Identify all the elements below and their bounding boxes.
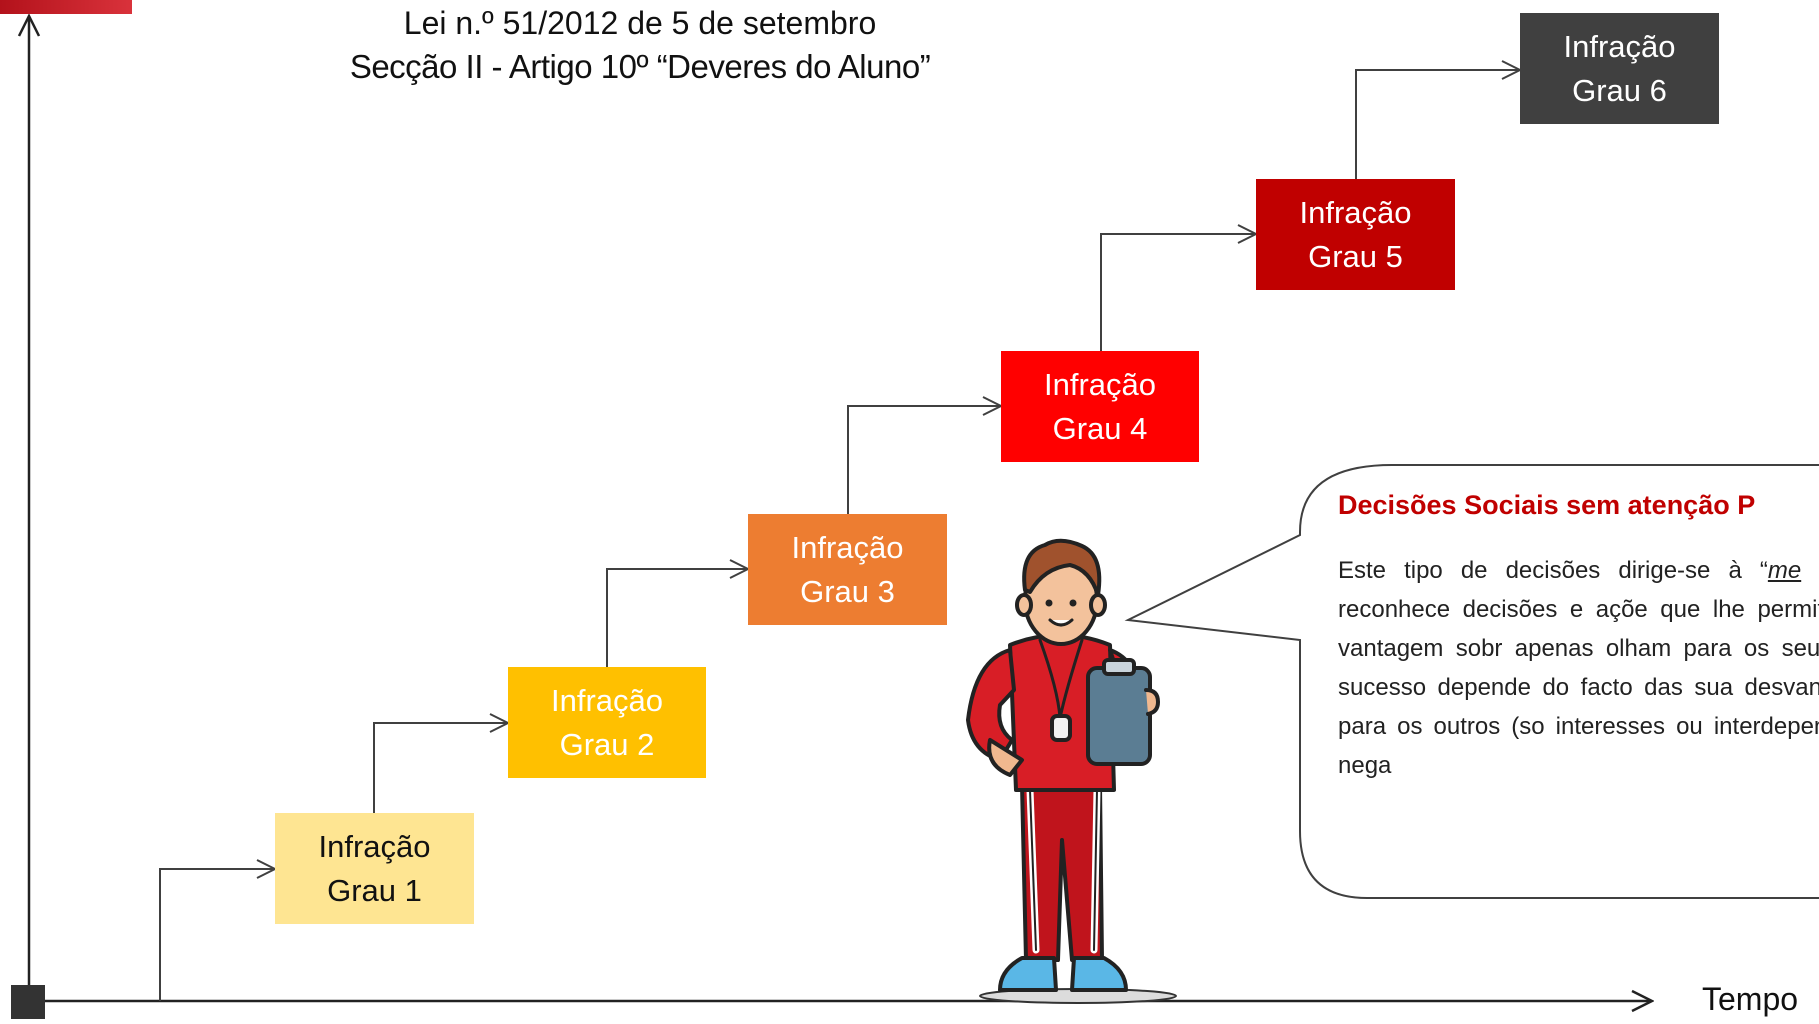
step-box-grau-5: Infração Grau 5 — [1256, 179, 1455, 290]
speech-bubble — [1124, 464, 1819, 899]
step-box-grau-6: Infração Grau 6 — [1520, 13, 1719, 124]
page-title: Lei n.º 51/2012 de 5 de setembro Secção … — [260, 2, 1020, 88]
callout-body-start: Este tipo de decisões dirige-se à “ — [1338, 557, 1768, 584]
connector-4-5 — [1100, 234, 1256, 351]
step-box-grade: Grau 4 — [1052, 410, 1148, 446]
step-box-grade: Grau 6 — [1572, 72, 1667, 108]
step-box-grau-4: Infração Grau 4 — [1001, 351, 1199, 462]
callout-body-rest: apenas reconhece decisões e açõe que lhe… — [1338, 596, 1819, 779]
title-line-1: Lei n.º 51/2012 de 5 de setembro — [403, 5, 877, 41]
step-box-label: Infração — [318, 828, 431, 864]
connector-3-4 — [847, 406, 1001, 514]
step-box-label: Infração — [1043, 366, 1156, 402]
step-box-grade: Grau 2 — [559, 726, 655, 762]
step-box-label: Infração — [791, 529, 904, 565]
step-box-label: Infração — [1563, 28, 1676, 64]
step-box-grade: Grau 5 — [1308, 238, 1403, 274]
step-box-grau-1: Infração Grau 1 — [275, 813, 474, 924]
connector-2-3 — [606, 569, 748, 667]
step-box-label: Infração — [1299, 194, 1412, 230]
callout-body: Este tipo de decisões dirige-se à “me ap… — [1338, 551, 1819, 785]
axis-origin-square — [11, 985, 45, 1019]
coach-with-clipboard-icon — [966, 538, 1160, 992]
connector-start — [159, 869, 275, 1001]
corner-accent — [0, 0, 132, 14]
step-box-grade: Grau 1 — [327, 872, 422, 908]
callout-content: Decisões Sociais sem atenção P Este tipo… — [1338, 490, 1819, 785]
step-box-grau-3: Infração Grau 3 — [748, 514, 947, 625]
x-axis-label: Tempo — [1702, 981, 1799, 1017]
step-box-label: Infração — [550, 682, 663, 718]
connector-1-2 — [373, 723, 508, 813]
step-box-grau-2: Infração Grau 2 — [508, 667, 706, 778]
callout-body-emphasis: me — [1767, 557, 1802, 584]
connector-5-6 — [1355, 70, 1520, 179]
callout-title: Decisões Sociais sem atenção P — [1338, 490, 1756, 520]
title-line-2: Secção II - Artigo 10º “Deveres do Aluno… — [349, 48, 931, 85]
step-box-grade: Grau 3 — [800, 573, 895, 609]
